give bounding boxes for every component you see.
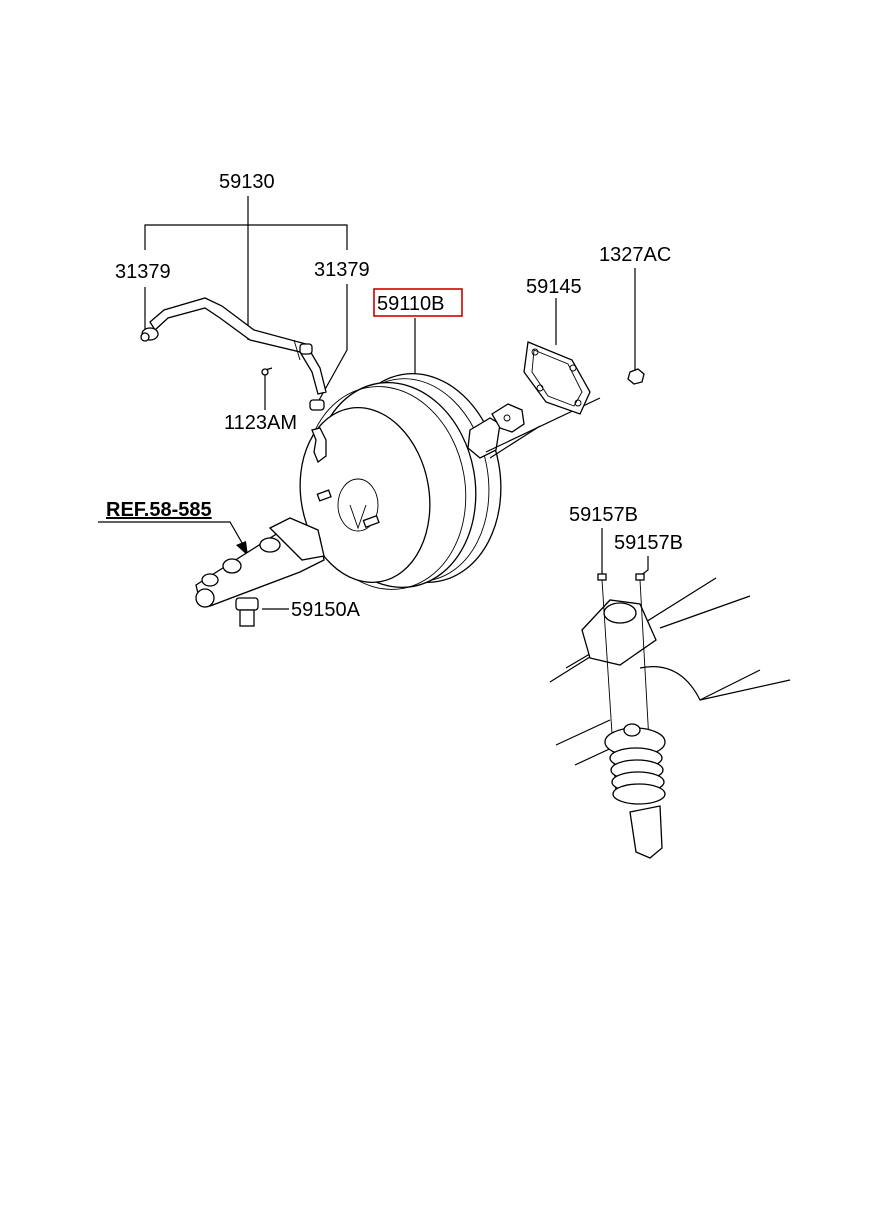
hose-clamp-left — [140, 327, 159, 342]
inset-body-panel — [549, 577, 791, 766]
ref-arrowhead — [236, 541, 248, 556]
label-59157b-right[interactable]: 59157B — [614, 532, 683, 554]
label-59150a[interactable]: 59150A — [291, 599, 361, 621]
label-59157b-left[interactable]: 59157B — [569, 504, 638, 526]
inset-spring — [604, 723, 666, 859]
vacuum-hose — [149, 297, 327, 395]
label-31379-right[interactable]: 31379 — [314, 259, 370, 281]
label-31379-left[interactable]: 31379 — [115, 261, 171, 283]
leader-lines — [98, 196, 649, 610]
pressure-sensor — [235, 597, 259, 627]
brake-booster — [299, 373, 601, 590]
mounting-screw — [261, 367, 273, 376]
flange-nut — [627, 368, 645, 385]
label-ref-58-585[interactable]: REF.58-585 — [106, 499, 212, 521]
label-59145[interactable]: 59145 — [526, 276, 582, 298]
highlight-box-59110b — [373, 288, 463, 317]
label-59130[interactable]: 59130 — [219, 171, 275, 193]
label-1327ac[interactable]: 1327AC — [599, 244, 671, 266]
gasket — [523, 341, 591, 415]
label-1123am[interactable]: 1123AM — [224, 412, 297, 434]
master-cylinder — [195, 517, 325, 608]
hose-clamp-right — [299, 343, 325, 411]
label-59110b[interactable]: 59110B — [377, 293, 444, 315]
